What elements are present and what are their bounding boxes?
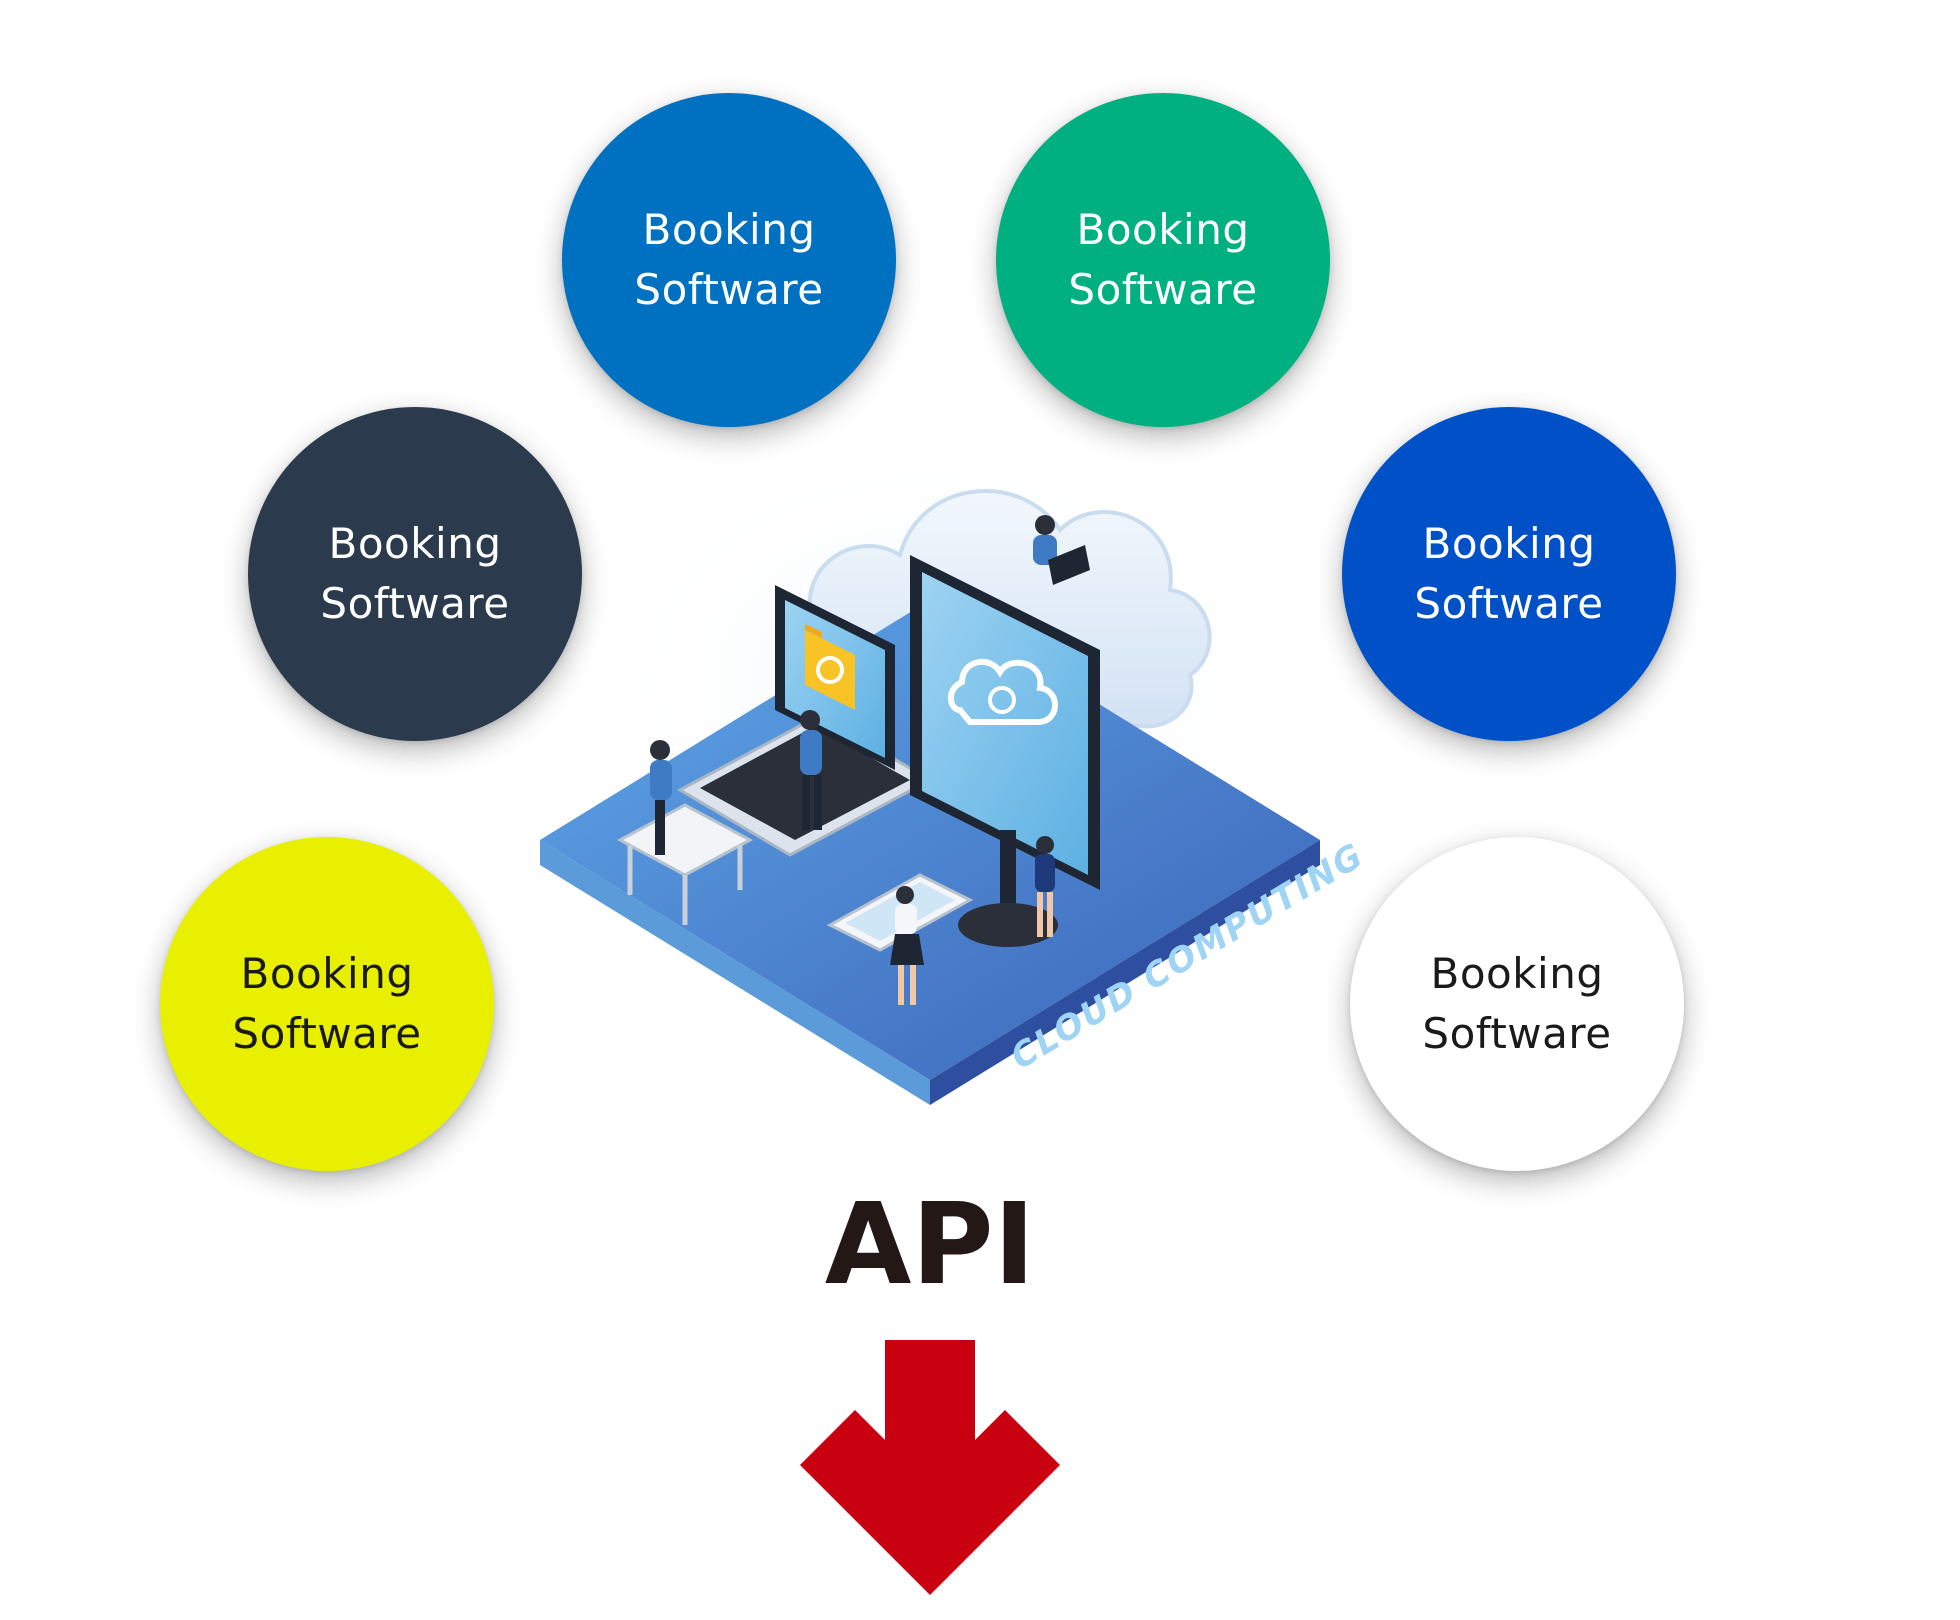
cloud-computing-illustration: CLOUD COMPUTING: [540, 440, 1360, 1105]
person-icon: [650, 740, 672, 855]
api-label: API: [824, 1180, 1036, 1310]
bubble-line-1: Booking: [1076, 205, 1250, 254]
person-icon: [1033, 515, 1090, 585]
booking-software-bubble-royal-blue: Booking Software: [1342, 407, 1676, 741]
platform: [540, 600, 1320, 1105]
bubble-line-2: Software: [320, 579, 510, 628]
booking-software-bubble-white: Booking Software: [1350, 837, 1684, 1171]
person-icon: [1035, 836, 1055, 937]
bubble-line-2: Software: [232, 1009, 422, 1058]
down-arrow-icon: [800, 1340, 1060, 1595]
bubble-line-1: Booking: [240, 949, 414, 998]
booking-software-bubble-navy: Booking Software: [248, 407, 582, 741]
bubble-line-2: Software: [1414, 579, 1604, 628]
bubble-line-1: Booking: [642, 205, 816, 254]
person-icon: [800, 710, 822, 830]
person-icon: [890, 886, 924, 1005]
booking-software-bubble-blue: Booking Software: [562, 93, 896, 427]
bubble-line-1: Booking: [1430, 949, 1604, 998]
bubble-line-2: Software: [634, 265, 824, 314]
folder-icon: [805, 624, 855, 710]
bubble-line-2: Software: [1068, 265, 1258, 314]
booking-software-bubble-green: Booking Software: [996, 93, 1330, 427]
bubble-line-1: Booking: [328, 519, 502, 568]
bubble-line-1: Booking: [1422, 519, 1596, 568]
booking-software-bubble-yellow: Booking Software: [160, 837, 494, 1171]
bubble-line-2: Software: [1422, 1009, 1612, 1058]
monitor-icon: [910, 555, 1100, 947]
